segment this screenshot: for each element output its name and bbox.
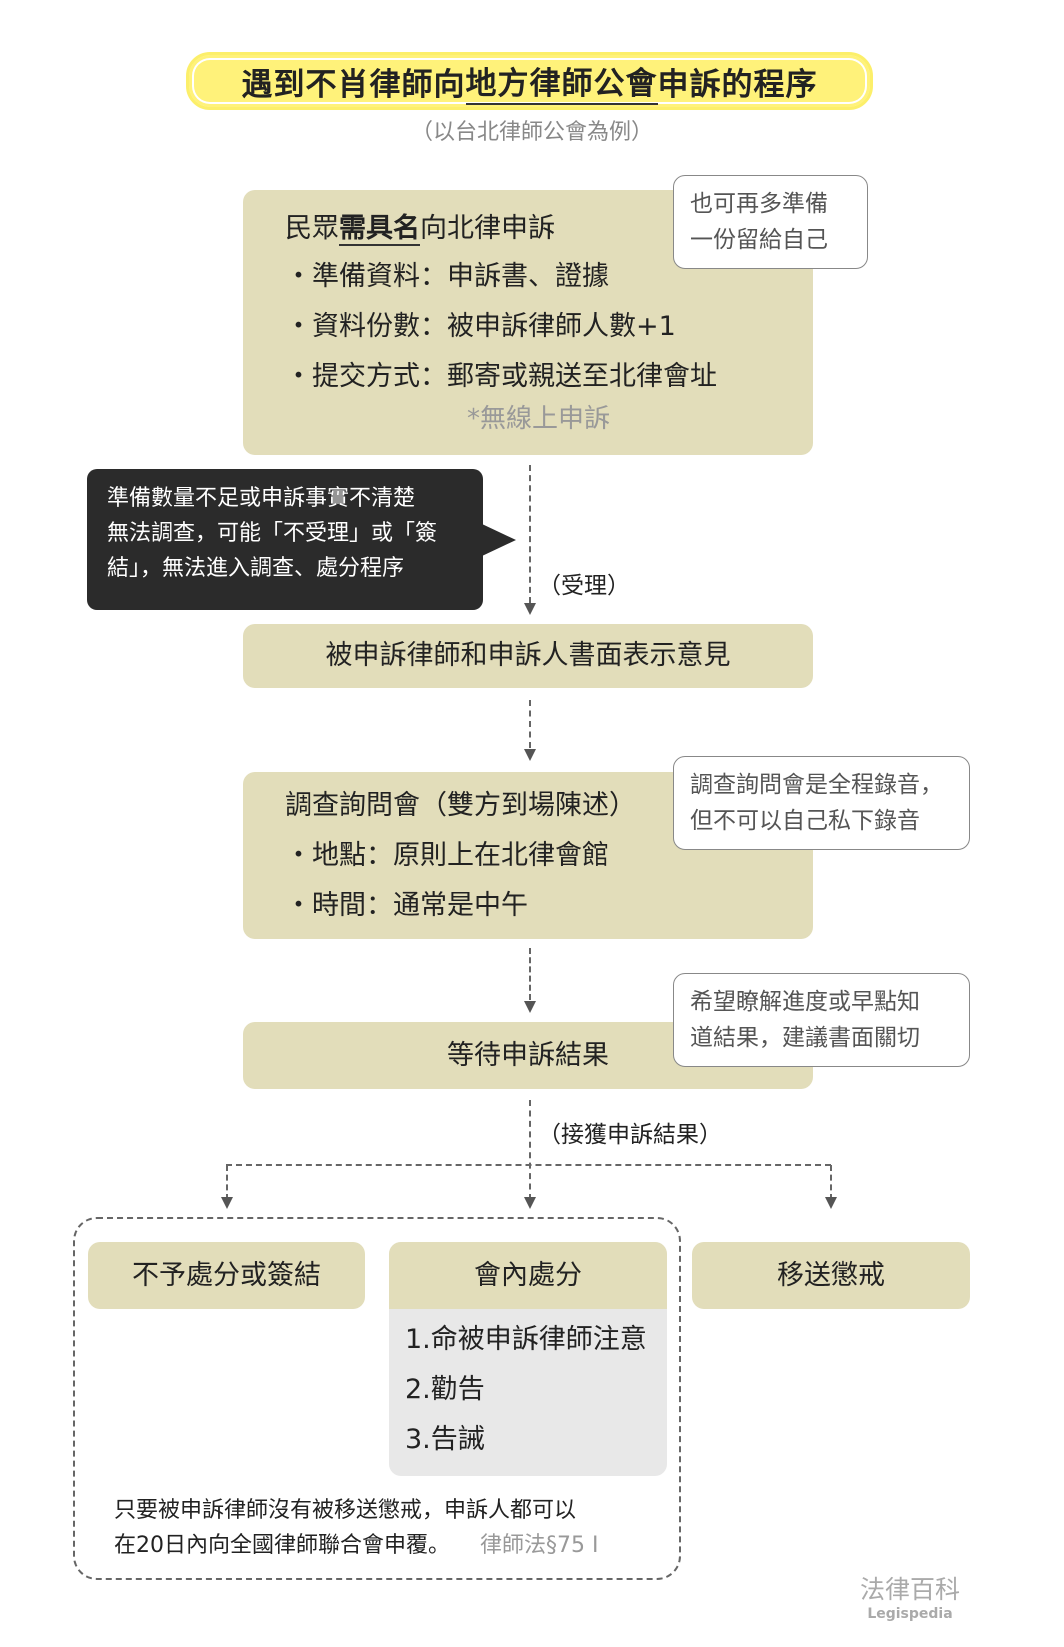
arrow-down-icon: [524, 1001, 536, 1013]
arrow-down-icon: [221, 1197, 233, 1209]
warning-line: 準備數量不足或申訴事實不清楚: [107, 486, 416, 511]
discipline-item: 2.勸告: [405, 1374, 485, 1405]
tip-line: 但不可以自己私下錄音: [690, 808, 920, 834]
logo-zh: 法律百科: [859, 1575, 960, 1604]
legispedia-logo: 法律百科 Legispedia: [855, 1570, 965, 1622]
tip-line: 調查詢問會是全程錄音，: [690, 772, 943, 798]
connector-line: [226, 1165, 228, 1200]
discipline-item: 1.命被申訴律師注意: [405, 1324, 647, 1355]
filing-item: ・資料份數：被申訴律師人數+1: [285, 311, 676, 342]
tip-line: 希望瞭解進度或早點知: [690, 989, 920, 1015]
subtitle: （以台北律師公會為例）: [410, 120, 653, 145]
branch-line: [226, 1164, 831, 1166]
tip-bubble-copy: 也可再多準備一份留給自己: [673, 175, 868, 280]
warning-line: 無法調查，可能「不受理」或「簽: [107, 521, 438, 546]
outcome-no-discipline: 不予處分或簽結: [88, 1242, 365, 1309]
tip-line: 一份留給自己: [690, 227, 828, 253]
connector-line: [529, 1100, 531, 1200]
hearing-title: 調查詢問會（雙方到場陳述）: [285, 790, 636, 821]
hearing-item: ・時間：通常是中午: [285, 890, 528, 921]
page-title: 遇到不肖律師向地方律師公會申訴的程序: [186, 52, 873, 110]
arrow-down-icon: [524, 749, 536, 761]
warning-pointer: [482, 524, 516, 556]
tip-line: 道結果，建議書面關切: [690, 1025, 920, 1051]
step-written-opinion: 被申訴律師和申訴人書面表示意見: [243, 624, 813, 688]
appeal-note-line: 只要被申訴律師沒有被移送懲戒，申訴人都可以: [114, 1498, 577, 1523]
connector-line: [529, 700, 531, 748]
tip-bubble-recording: 調查詢問會是全程錄音， 但不可以自己私下錄音: [673, 756, 970, 861]
connector-line: [529, 948, 531, 1000]
lead-text: 民眾: [285, 213, 339, 244]
connector-line: [830, 1165, 832, 1200]
arrow-down-icon: [825, 1197, 837, 1209]
appeal-note: 只要被申訴律師沒有被移送懲戒，申訴人都可以 在20日內向全國律師聯合會申覆。 律師…: [114, 1493, 598, 1563]
outcome-referral: 移送懲戒: [692, 1242, 970, 1309]
outcome-internal-discipline: 會內處分 1.命被申訴律師注意 2.勸告 3.告誡: [389, 1242, 667, 1476]
title-emphasis: 地方律師公會: [465, 58, 658, 105]
title-text: 遇到不肖律師向: [241, 66, 466, 103]
step-filing-lead: 民眾需具名向北律申訴: [285, 204, 555, 254]
arrow-down-icon: [524, 1197, 536, 1209]
result-label: （接獲申訴結果）: [538, 1122, 722, 1148]
lead-emphasis: 需具名: [339, 213, 420, 246]
logo-en: Legispedia: [867, 1606, 953, 1622]
outcome-items: 1.命被申訴律師注意 2.勸告 3.告誡: [389, 1309, 667, 1465]
outcome-header: 會內處分: [389, 1242, 667, 1309]
filing-note: *無線上申訴: [467, 404, 611, 434]
connector-line: [529, 465, 531, 603]
tip-line: 也可再多準備: [690, 191, 828, 217]
lead-text: 向北律申訴: [420, 213, 555, 244]
hearing-item: ・地點：原則上在北律會館: [285, 840, 609, 871]
title-text: 申訴的程序: [657, 66, 818, 103]
arrow-down-icon: [524, 603, 536, 615]
warning-line: 結」，無法進入調查、處分程序: [107, 556, 405, 581]
accepted-label: （受理）: [538, 573, 630, 599]
law-reference: 律師法§75 I: [480, 1533, 599, 1558]
appeal-note-line: 在20日內向全國律師聯合會申覆。: [114, 1533, 450, 1558]
discipline-item: 3.告誡: [405, 1424, 485, 1455]
filing-item: ・提交方式：郵寄或親送至北律會址: [285, 361, 717, 392]
tip-bubble-progress: 希望瞭解進度或早點知道結果，建議書面關切: [673, 973, 970, 1078]
warning-box: 準備數量不足或申訴事實不清楚無法調查，可能「不受理」或「簽結」，無法進入調查、處…: [87, 469, 483, 610]
appeal-group: [73, 1217, 681, 1580]
filing-item: ・準備資料：申訴書、證據: [285, 261, 609, 292]
